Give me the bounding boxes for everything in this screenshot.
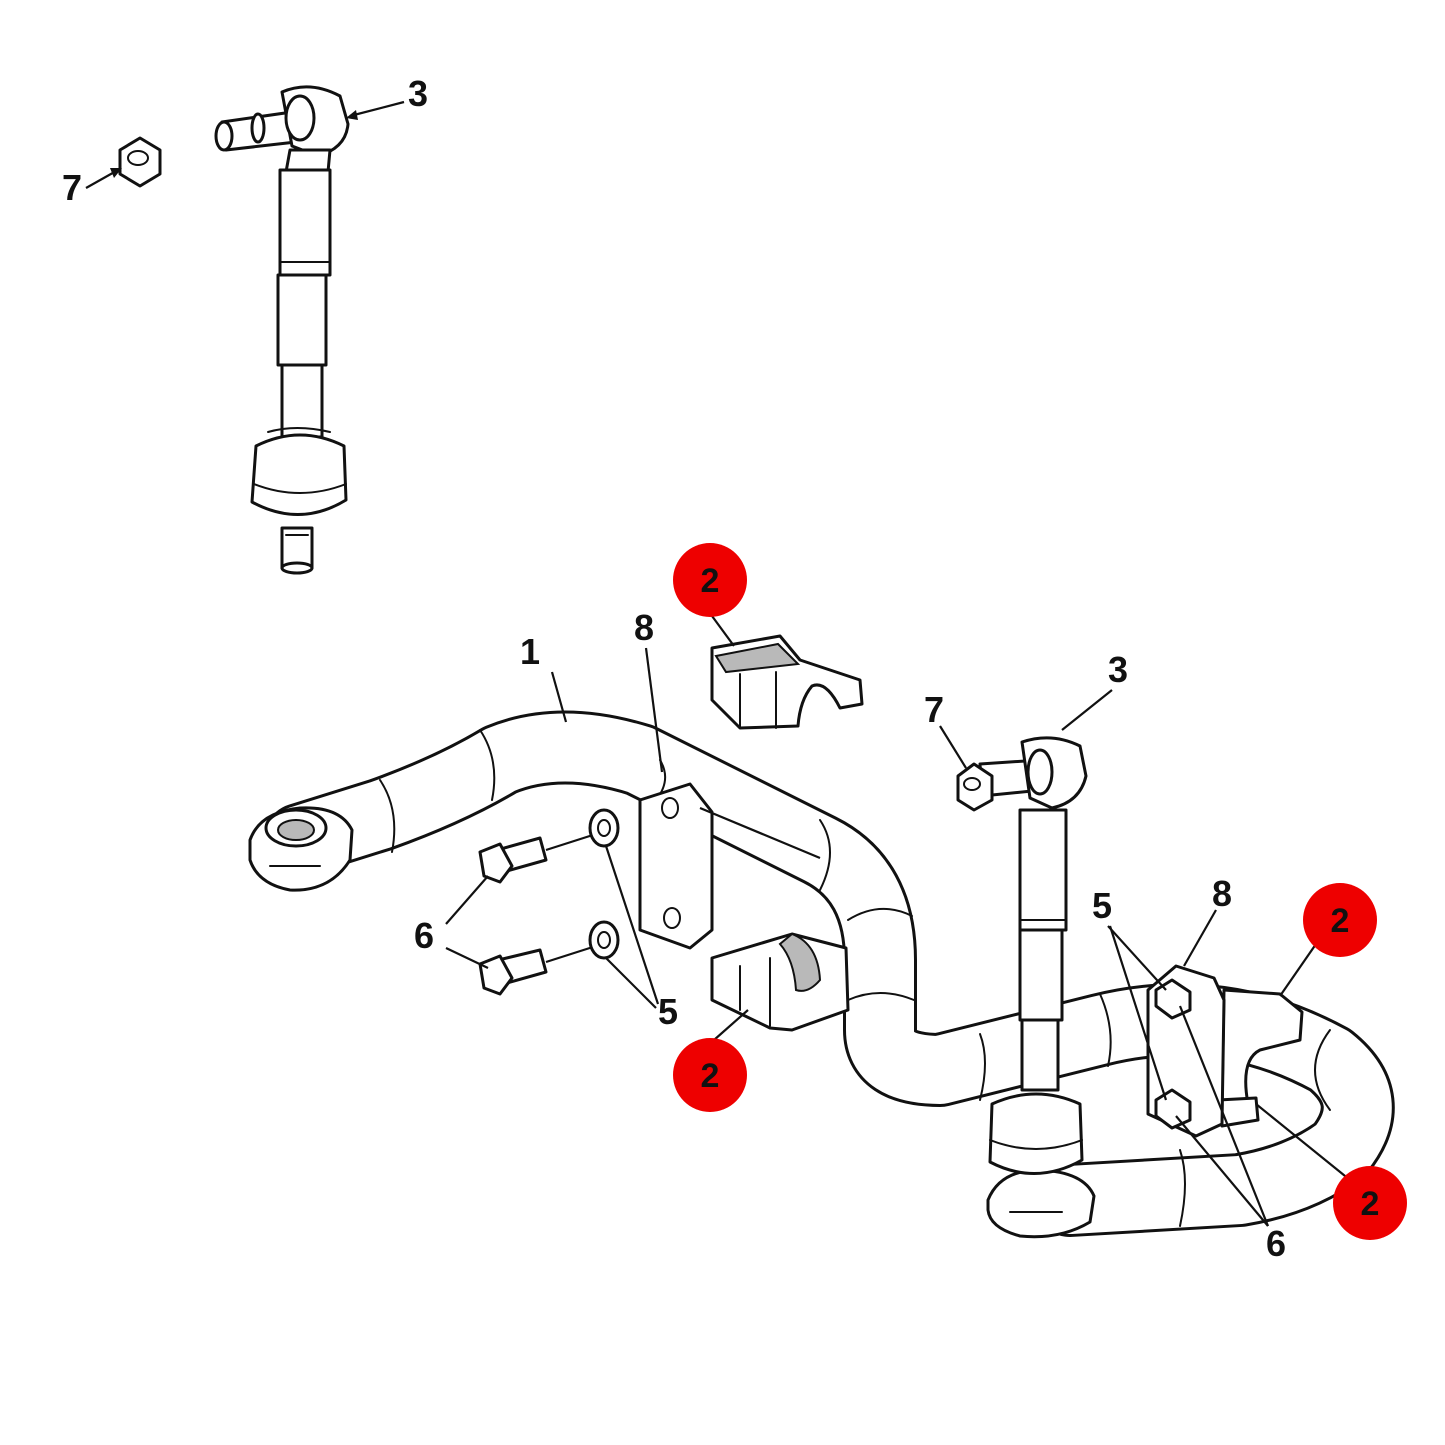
callout-right-link: 3 — [1108, 649, 1128, 690]
top-nut — [118, 136, 162, 188]
callouts: 3 7 1 8 3 7 6 5 5 8 6 — [62, 73, 1286, 1264]
insulator-badge-lower: 2 — [673, 1038, 747, 1112]
right-stabilizer-link — [978, 736, 1088, 1175]
callout-right-bolts: 6 — [1266, 1223, 1286, 1264]
right-bracket — [1146, 964, 1226, 1138]
svg-text:2: 2 — [1361, 1185, 1380, 1223]
insulator-badge-upper: 2 — [673, 543, 747, 617]
callout-bar: 1 — [520, 631, 540, 672]
callout-right-bracket: 8 — [1212, 873, 1232, 914]
stabilizer-bar — [248, 710, 1395, 1239]
top-stabilizer-link — [214, 85, 350, 575]
left-bracket — [638, 782, 821, 950]
callout-left-bolts: 6 — [414, 915, 434, 956]
callout-right-nut: 7 — [924, 689, 944, 730]
callout-left-washers: 5 — [658, 991, 678, 1032]
callout-right-washers: 5 — [1092, 885, 1112, 926]
callout-left-bracket: 8 — [634, 607, 654, 648]
leader-lines — [85, 100, 1351, 1227]
lower-insulator — [710, 932, 850, 1032]
svg-text:2: 2 — [701, 562, 720, 600]
insulator-badge-right-upper: 2 — [1303, 883, 1377, 957]
callout-top-link: 3 — [408, 73, 428, 114]
callout-top-nut: 7 — [62, 167, 82, 208]
svg-text:2: 2 — [701, 1057, 720, 1095]
right-insulator — [1216, 988, 1304, 1128]
upper-insulator — [710, 634, 864, 730]
svg-text:2: 2 — [1331, 902, 1350, 940]
right-nut — [956, 762, 994, 812]
left-bolts — [478, 832, 597, 996]
left-washers — [588, 808, 620, 960]
insulator-badge-right-lower: 2 — [1333, 1166, 1407, 1240]
